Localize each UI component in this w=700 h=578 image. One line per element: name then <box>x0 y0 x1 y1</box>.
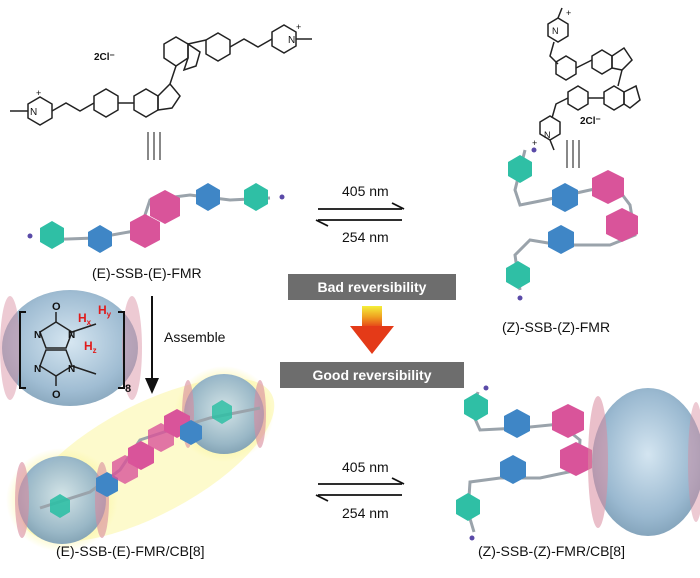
assemble-arrow <box>145 296 159 394</box>
left-pyridinium-plus: + <box>36 88 41 98</box>
bottom-backward-wavelength: 254 nm <box>342 505 389 521</box>
zz-top-plus: + <box>566 8 571 18</box>
equivalence-mark-left <box>147 132 161 160</box>
bottom-forward-wavelength: 405 nm <box>342 459 389 475</box>
top-equilibrium-arrows <box>315 202 405 227</box>
top-forward-wavelength: 405 nm <box>342 183 389 199</box>
cb-o-top: O <box>52 301 61 313</box>
zz-free-guest <box>456 385 592 541</box>
equivalence-mark-right <box>566 140 580 168</box>
counterion-right: 2Cl⁻ <box>580 116 601 127</box>
bad-reversibility-box <box>288 274 456 300</box>
zz-label: (Z)-SSB-(Z)-FMR <box>502 319 610 335</box>
cb-hy: Hy <box>98 303 112 319</box>
right-pyridinium-plus: + <box>296 22 301 32</box>
cb-repeat-subscript: 8 <box>125 383 131 395</box>
left-pyridinium-n: N <box>30 107 37 118</box>
zz-bottom-n: N <box>544 130 551 140</box>
right-pyridinium-n: N <box>288 35 295 46</box>
top-backward-wavelength: 254 nm <box>342 229 389 245</box>
assemble-label: Assemble <box>164 329 226 345</box>
bottom-equilibrium-arrows <box>315 477 405 502</box>
cb-n3: N <box>34 364 41 375</box>
ee-structure-drawing: N + N + 2Cl⁻ <box>10 22 312 126</box>
cb-hx: Hx <box>78 311 92 327</box>
good-reversibility-box <box>280 362 464 388</box>
free-cb8-capsule <box>588 388 700 536</box>
counterion-left: 2Cl⁻ <box>94 52 115 63</box>
zz-bottom-plus: + <box>532 138 537 148</box>
bad-reversibility-text: Bad reversibility <box>318 279 427 295</box>
cb8-structure: 8 O O N N N N Hx Hy Hz <box>0 290 142 406</box>
zz-cartoon-model <box>506 147 638 301</box>
ee-cb-complex <box>6 366 275 552</box>
improvement-arrow <box>350 306 394 354</box>
cb-n2: N <box>68 330 75 341</box>
zz-cb-label: (Z)-SSB-(Z)-FMR/CB[8] <box>478 543 625 559</box>
zz-structure-drawing: N + N + 2Cl⁻ <box>532 7 641 151</box>
zz-top-n: N <box>552 26 559 36</box>
ee-cb-label: (E)-SSB-(E)-FMR/CB[8] <box>56 543 205 559</box>
good-reversibility-text: Good reversibility <box>312 367 431 383</box>
ee-cartoon-model <box>27 183 285 253</box>
cb-n4: N <box>68 364 75 375</box>
cb-n1: N <box>34 330 41 341</box>
ee-label: (E)-SSB-(E)-FMR <box>92 265 202 281</box>
cb-hz: Hz <box>84 339 97 355</box>
cb-o-bottom: O <box>52 389 61 401</box>
